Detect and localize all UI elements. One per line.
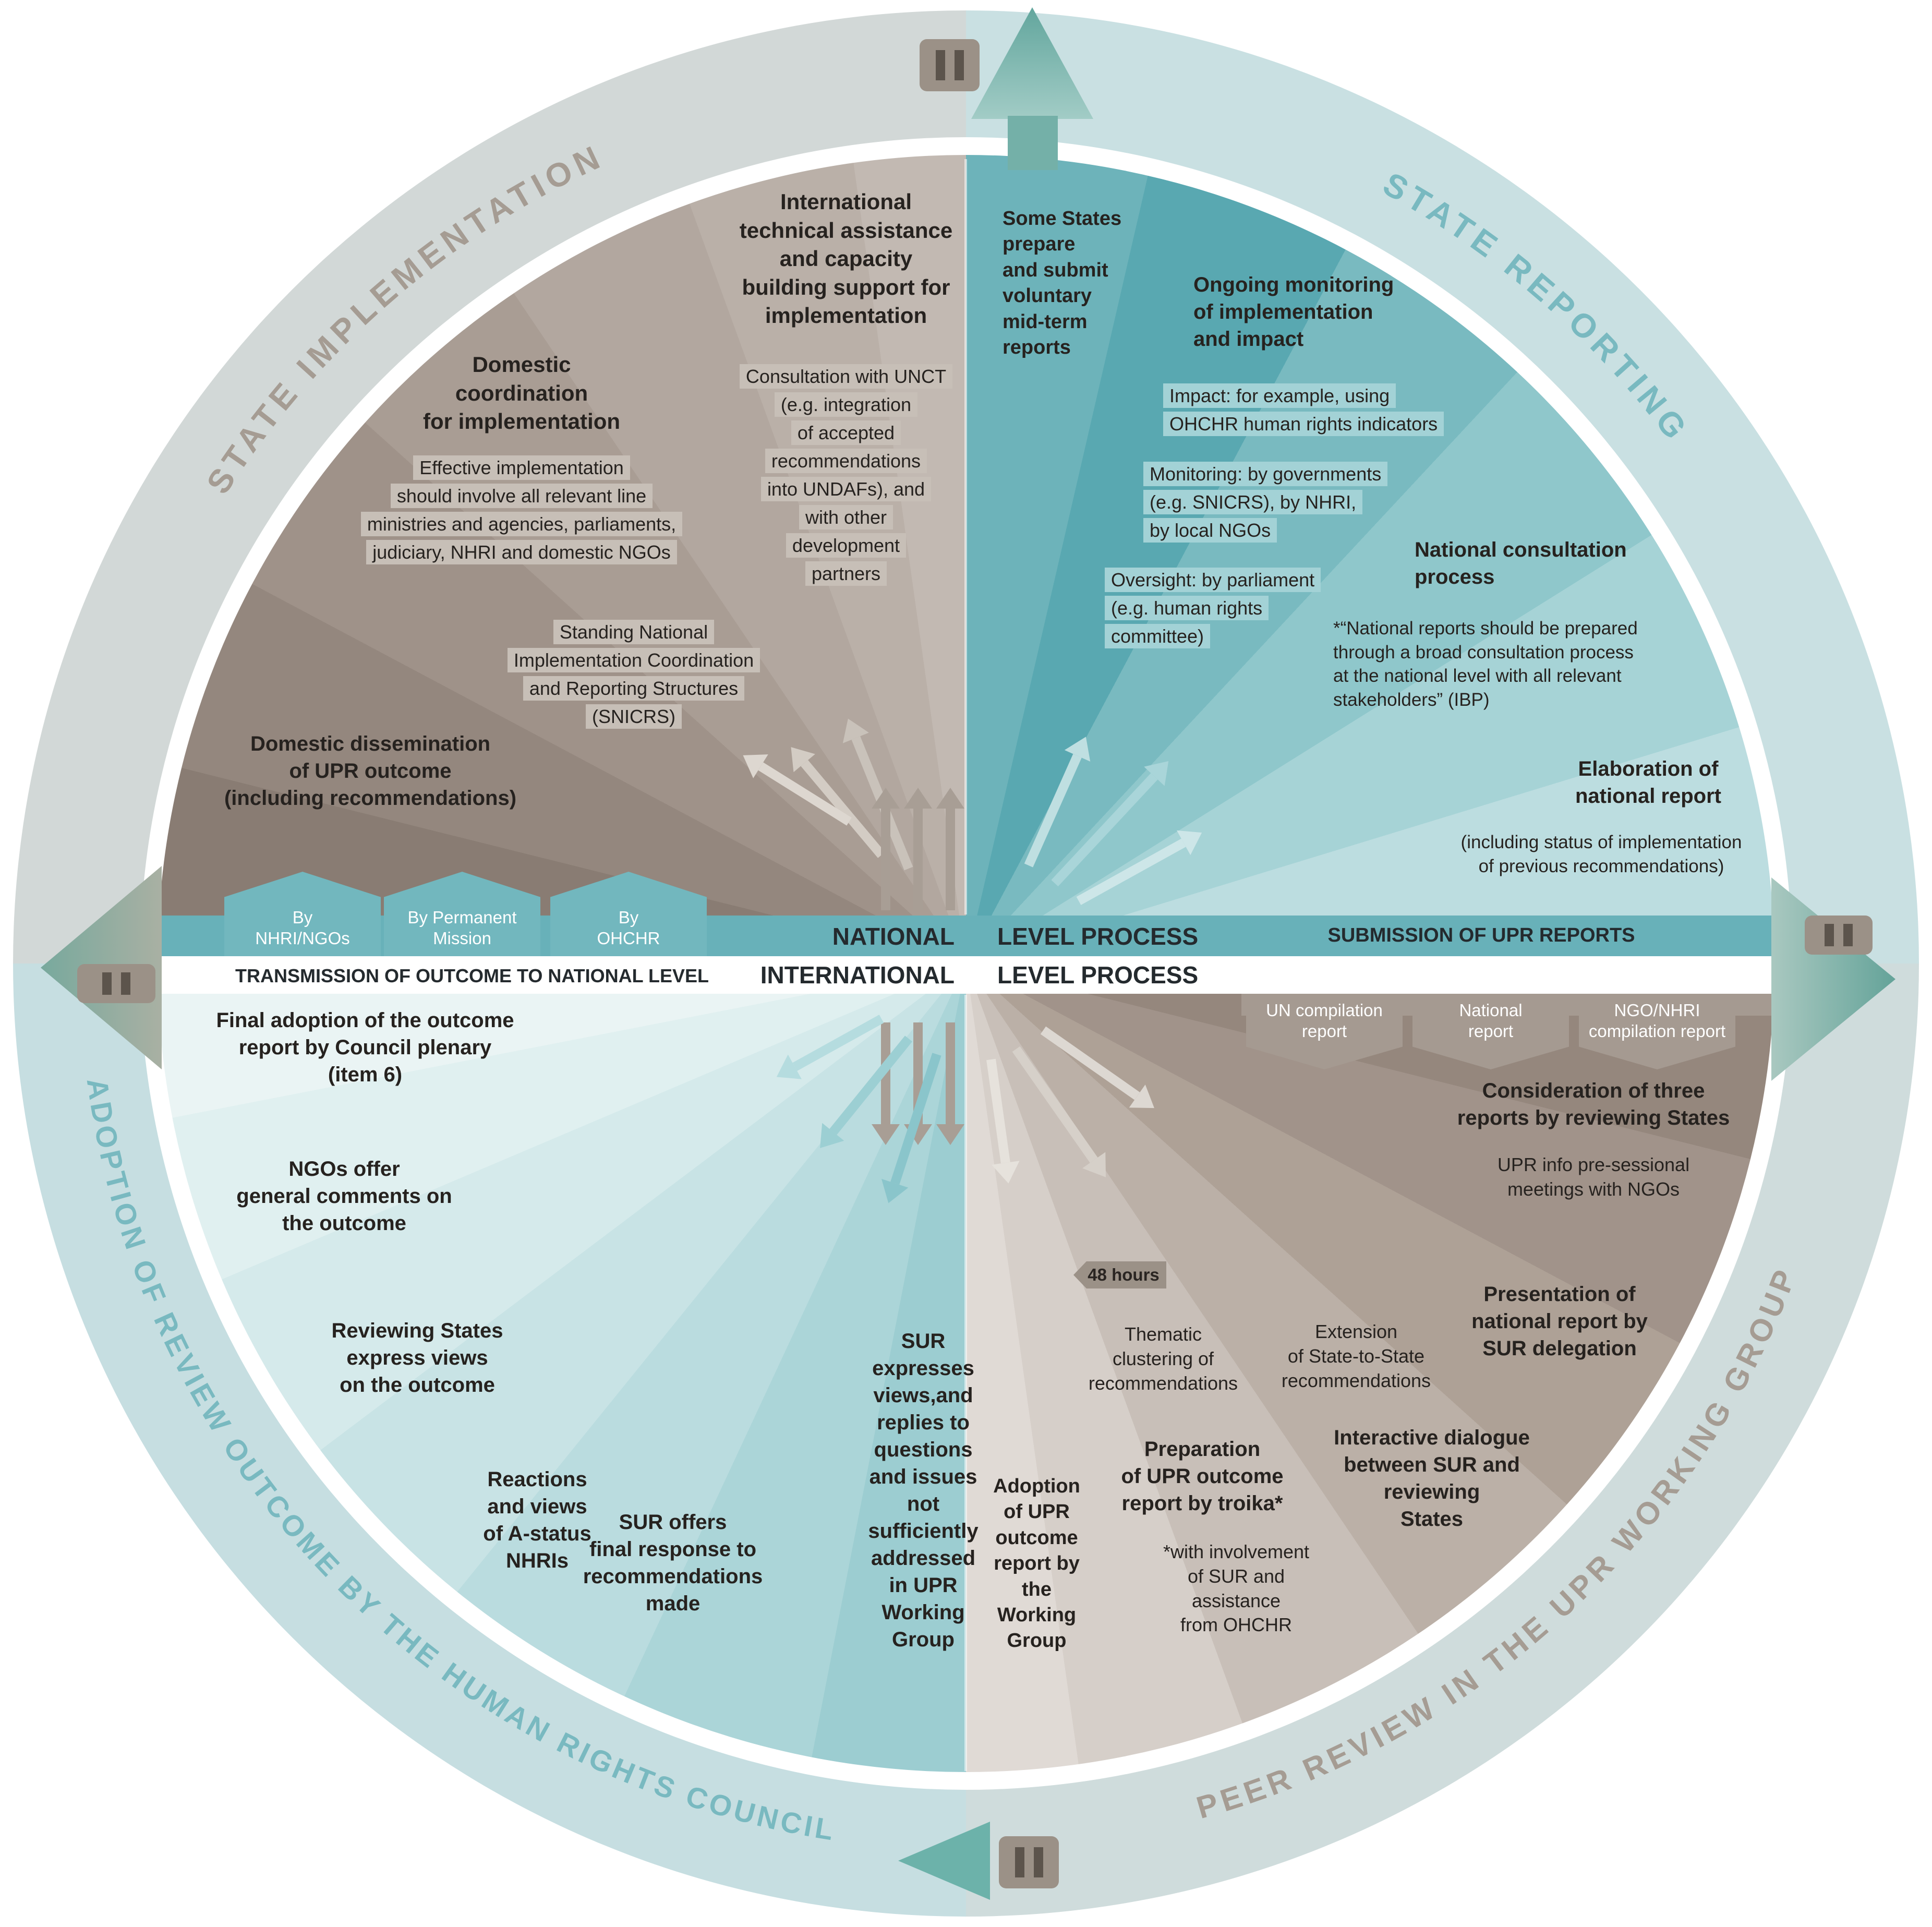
transmission-label: TRANSMISSION OF OUTCOME TO NATIONAL LEVE…: [235, 965, 709, 986]
up-arrow-icon: [881, 809, 890, 910]
sur-final-response-note: SUR offers final response to recommendat…: [583, 1511, 763, 1615]
international-level-band: [156, 956, 1776, 994]
troika-title: Preparation of UPR outcome report by tro…: [1121, 1438, 1284, 1515]
pause-icon: [920, 39, 980, 91]
down-arrow-icon: [946, 1022, 955, 1124]
consideration-body: UPR info pre-sessional meetings with NGO…: [1497, 1154, 1690, 1200]
up-arrow-icon: [913, 809, 923, 910]
highlighted-text: Standing National Implementation Coordin…: [507, 620, 760, 729]
elaboration-body: (including status of implementation of p…: [1460, 832, 1742, 876]
highlighted-text: Consultation with UNCT (e.g. integration…: [739, 364, 953, 586]
48-hours-badge: 48 hours: [1073, 1261, 1166, 1288]
highlighted-text: Oversight: by parliament (e.g. human rig…: [1105, 568, 1321, 648]
midterm-reports-note: Some States prepare and submit voluntary…: [1003, 208, 1122, 358]
intl-assistance-title: International technical assistance and c…: [739, 189, 953, 328]
highlighted-text: Impact: for example, using OHCHR human r…: [1163, 383, 1444, 436]
hexagon-label: By Permanent Mission: [407, 907, 517, 948]
intl-assistance-body: Consultation with UNCT (e.g. integration…: [674, 363, 1018, 588]
extension-note: Extension of State-to-State recommendati…: [1281, 1321, 1431, 1391]
hexagon-label: By OHCHR: [597, 907, 660, 948]
hexagon-ngo-nhri-compilation-report: NGO/NHRI compilation report: [1579, 994, 1735, 1069]
oversight-note: Oversight: by parliament (e.g. human rig…: [1105, 566, 1355, 651]
national-consultation-title: National consultation process: [1415, 538, 1627, 588]
pause-icon: [1805, 916, 1873, 955]
domestic-coordination-body: Effective implementation should involve …: [271, 454, 772, 567]
domestic-coordination-title: Domestic coordination for implementation: [422, 352, 621, 434]
ngos-comments-note: NGOs offer general comments on the outco…: [236, 1158, 452, 1235]
national-label: NATIONAL: [832, 923, 955, 950]
adoption-working-group-note: Adoption of UPR outcome report by the Wo…: [993, 1475, 1080, 1652]
troika-note: *with involvement of SUR and assistance …: [1163, 1541, 1310, 1636]
sur-expresses-note: SUR expresses views,and replies to quest…: [868, 1330, 979, 1651]
domestic-dissemination-title: Domestic dissemination of UPR outcome (i…: [224, 732, 517, 810]
flow-arrow-shaft: [1008, 116, 1058, 170]
hexagon-label: NGO/NHRI compilation report: [1588, 1001, 1726, 1041]
hexagon-label: UN compilation report: [1266, 1001, 1383, 1041]
up-arrow-icon: [946, 809, 955, 910]
level-process-top-label: LEVEL PROCESS: [997, 923, 1199, 950]
presentation-note: Presentation of national report by SUR d…: [1471, 1283, 1648, 1360]
pause-icon: [77, 964, 155, 1003]
elaboration-title: Elaboration of national report: [1575, 757, 1722, 808]
monitoring-note: Monitoring: by governments (e.g. SNICRS)…: [1143, 460, 1456, 545]
highlighted-text: Effective implementation should involve …: [360, 455, 683, 564]
ongoing-monitoring-title: Ongoing monitoring of implementation and…: [1193, 273, 1394, 351]
hexagon-label: National report: [1459, 1001, 1523, 1041]
nhri-reactions-note: Reactions and views of A-status NHRIs: [483, 1468, 591, 1572]
level-process-bottom-label: LEVEL PROCESS: [997, 961, 1199, 989]
vertical-divider-top: [964, 159, 967, 914]
impact-note: Impact: for example, using OHCHR human r…: [1163, 382, 1507, 438]
submission-label: SUBMISSION OF UPR REPORTS: [1327, 924, 1635, 946]
interactive-dialogue-note: Interactive dialogue between SUR and rev…: [1334, 1426, 1530, 1531]
highlighted-text: Monitoring: by governments (e.g. SNICRS)…: [1143, 462, 1388, 543]
hexagon-label: By NHRI/NGOs: [255, 907, 350, 948]
clustering-note: Thematic clustering of recommendations: [1088, 1323, 1238, 1394]
pause-icon: [999, 1836, 1059, 1888]
consideration-title: Consideration of three reports by review…: [1457, 1079, 1730, 1129]
national-consultation-body: *“National reports should be prepared th…: [1333, 618, 1638, 710]
vertical-divider-bottom: [964, 995, 967, 1771]
snicrs-note: Standing National Implementation Coordin…: [441, 618, 827, 731]
reviewing-states-note: Reviewing States express views on the ou…: [331, 1319, 503, 1396]
final-adoption-note: Final adoption of the outcome report by …: [216, 1009, 514, 1086]
international-label: INTERNATIONAL: [760, 961, 955, 989]
